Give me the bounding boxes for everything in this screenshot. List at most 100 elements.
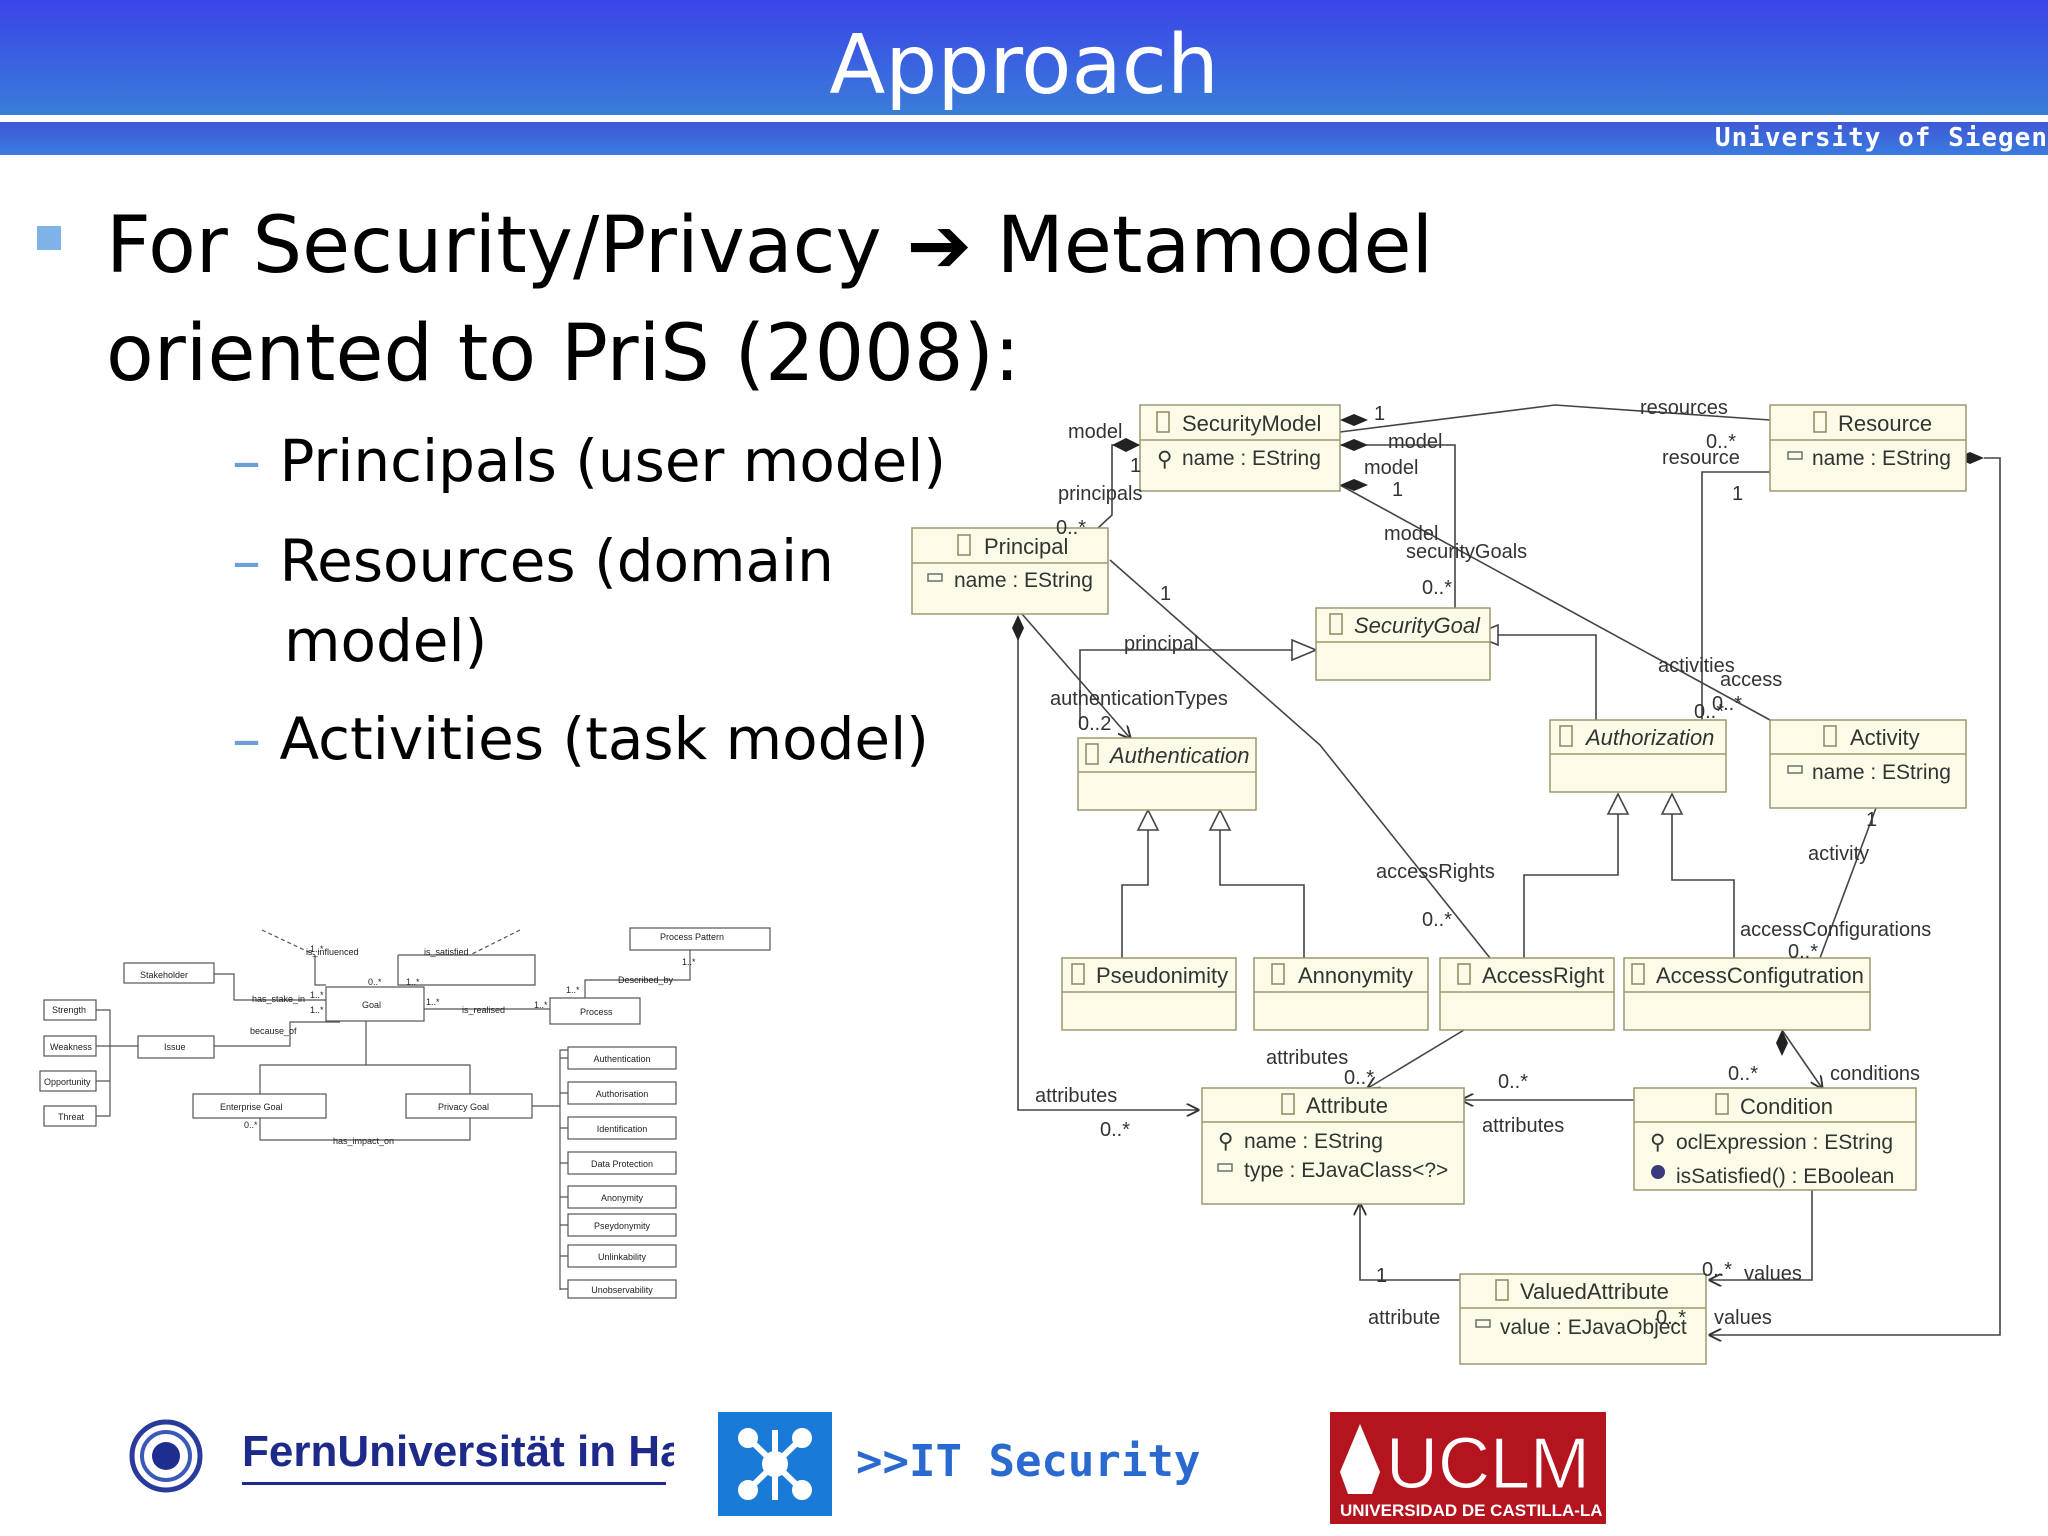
- class-attribute: value : EJavaObject: [1500, 1316, 1687, 1339]
- header-band: [0, 122, 2048, 155]
- class-name: SecurityModel: [1182, 411, 1321, 436]
- pris-pattern-item: Data Protection: [591, 1159, 653, 1169]
- assoc-label: 1: [1130, 455, 1141, 477]
- assoc-label: 1: [1376, 1265, 1387, 1287]
- pris-pattern-item: Pseydonymity: [594, 1221, 651, 1231]
- title-bar: [0, 0, 2048, 117]
- class-resource: Resource name : EString: [1769, 404, 1967, 492]
- class-name: AccessRight: [1482, 963, 1604, 988]
- class-pseudonimity: Pseudonimity: [1061, 957, 1237, 1031]
- pris-privacy-goal: Privacy Goal: [438, 1102, 489, 1112]
- class-operation: isSatisfied() : EBoolean: [1676, 1165, 1894, 1188]
- class-icon: [1071, 963, 1085, 985]
- assoc-label: 0..*: [1706, 431, 1736, 453]
- uclm-subtitle: UNIVERSIDAD DE CASTILLA-LA MANCHA: [1340, 1501, 1606, 1520]
- assoc-label: attributes: [1035, 1085, 1117, 1107]
- right-arrow-icon: ➔: [906, 201, 972, 291]
- class-authorization: Authorization: [1549, 719, 1727, 793]
- assoc-label: securityGoals: [1406, 541, 1527, 563]
- bullet-text: Principals (user model): [279, 427, 947, 495]
- pris-process: Process: [580, 1007, 613, 1017]
- class-icon: [1281, 1093, 1295, 1115]
- pris-enterprise-goal: Enterprise Goal: [220, 1102, 283, 1112]
- pris-weakness: Weakness: [50, 1042, 92, 1052]
- pris-goal: Goal: [362, 1000, 381, 1010]
- heading-line-2: oriented to PriS (2008):: [106, 309, 1021, 399]
- assoc-label: attributes: [1482, 1115, 1564, 1137]
- pris-mult: 1..*: [426, 997, 440, 1007]
- class-name: Authorization: [1584, 725, 1714, 750]
- class-access-configuration: AccessConfigutration: [1623, 957, 1871, 1031]
- assoc-label: 0..*: [1422, 577, 1452, 599]
- pris-mult: 0..*: [244, 1120, 258, 1130]
- it-security-wordmark: >>IT Security: [856, 1436, 1200, 1487]
- assoc-label: 0..*: [1656, 1307, 1686, 1329]
- class-attribute: name : EString: [954, 569, 1093, 592]
- class-attribute: name : EString: [1812, 761, 1951, 784]
- assoc-label: 1: [1392, 479, 1403, 501]
- attribute-icon: [927, 573, 943, 582]
- operation-icon: [1651, 1165, 1665, 1179]
- assoc-label: model: [1068, 421, 1122, 443]
- assoc-label: 0..2: [1078, 713, 1111, 735]
- assoc-label: activity: [1808, 843, 1869, 865]
- attribute-icon: [1787, 765, 1803, 774]
- attribute-icon: ⚲: [1157, 448, 1172, 471]
- assoc-label: 0..*: [1498, 1071, 1528, 1093]
- assoc-label: attributes: [1266, 1047, 1348, 1069]
- assoc-label: 0..*: [1728, 1063, 1758, 1085]
- fernuni-logo: FernUniversität in Hagen: [129, 1419, 674, 1493]
- assoc-label: 0..*: [1788, 941, 1818, 963]
- bullet-resources-cont: model): [284, 600, 487, 682]
- class-icon: [1271, 963, 1285, 985]
- assoc-label: access: [1720, 669, 1782, 691]
- class-name: Annonymity: [1298, 963, 1413, 988]
- bullet-text: Activities (task model): [279, 705, 929, 773]
- pris-pattern-item: Authentication: [593, 1054, 650, 1064]
- pris-pattern-item: Anonymity: [601, 1193, 644, 1203]
- pris-label: has_impact_on: [333, 1136, 394, 1146]
- pris-pattern-item: Authorisation: [596, 1089, 649, 1099]
- pris-mult: 1..*: [310, 990, 324, 1000]
- uclm-logo: UCLM UNIVERSIDAD DE CASTILLA-LA MANCHA: [1330, 1412, 1606, 1524]
- class-annonymity: Annonymity: [1253, 957, 1429, 1031]
- assoc-label: 0..*: [1694, 701, 1724, 723]
- university-label: University of Siegen: [1714, 123, 2048, 153]
- heading-part-1: For Security/Privacy: [106, 201, 882, 291]
- class-valued-attribute: ValuedAttribute value : EJavaObject: [1459, 1273, 1707, 1365]
- bullet-square-icon: [37, 226, 61, 250]
- bullet-text: model): [284, 607, 488, 675]
- assoc-label: authenticationTypes: [1050, 688, 1228, 710]
- assoc-label: 0..*: [1056, 517, 1086, 539]
- class-condition: Condition ⚲ oclExpression : EString isSa…: [1633, 1087, 1917, 1191]
- assoc-label: model: [1384, 523, 1438, 545]
- pris-mult: 1..*: [566, 985, 580, 995]
- dash-icon: –: [232, 427, 261, 495]
- assoc-label: 0..*: [1344, 1067, 1374, 1089]
- assoc-label: principal: [1124, 633, 1198, 655]
- pris-stakeholder: Stakeholder: [140, 970, 188, 980]
- assoc-label: 1: [1160, 583, 1171, 605]
- pris-mult: 0..*: [368, 977, 382, 987]
- assoc-label: resource: [1662, 447, 1740, 469]
- attribute-icon: [1787, 451, 1803, 460]
- assoc-label: attribute: [1368, 1307, 1440, 1329]
- assoc-label: accessConfigurations: [1740, 919, 1931, 941]
- pris-label: is_satisfied: [424, 947, 469, 957]
- class-access-right: AccessRight: [1439, 957, 1615, 1031]
- pris-label: Described_by: [618, 975, 674, 985]
- attribute-icon: [1217, 1163, 1233, 1172]
- class-icon: [1813, 411, 1827, 433]
- assoc-label: 0..*: [1702, 1259, 1732, 1281]
- class-icon: [1457, 963, 1471, 985]
- bullet-resources: – Resources (domain: [232, 520, 834, 602]
- pris-threat: Threat: [58, 1112, 85, 1122]
- assoc-label: 0..*: [1712, 693, 1742, 715]
- pris-pattern-item: Unobservability: [591, 1285, 653, 1295]
- pris-mult: 1..*: [406, 977, 420, 987]
- class-name: Activity: [1850, 725, 1920, 750]
- assoc-label: values: [1714, 1307, 1772, 1329]
- class-security-goal: SecurityGoal: [1315, 607, 1491, 681]
